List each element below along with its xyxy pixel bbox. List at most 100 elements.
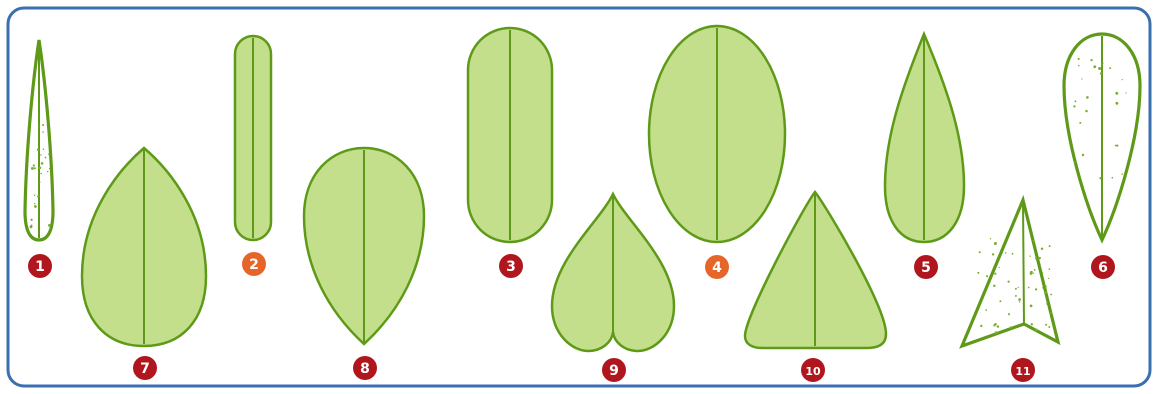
leaf-3 — [468, 28, 552, 242]
speckle-dot — [1073, 161, 1075, 163]
speckle-dot — [45, 157, 47, 159]
speckle-dot — [43, 148, 45, 150]
speckle-dot — [1111, 177, 1113, 179]
speckle-dot — [47, 171, 49, 173]
speckle-dot — [42, 124, 44, 126]
speckle-dot — [1048, 326, 1050, 328]
speckle-dot — [1098, 67, 1101, 70]
speckle-dot — [1019, 301, 1020, 302]
speckle-dot — [1042, 272, 1043, 273]
speckle-dot — [1093, 65, 1096, 68]
speckle-dot — [41, 162, 44, 165]
badge-3-label: 3 — [506, 259, 516, 275]
leaf-shapes-diagram: 1 2 3 4 5 6 7 8 9 10 11 — [6, 6, 1152, 388]
badge-11: 11 — [1011, 358, 1035, 382]
speckle-dot — [1049, 245, 1051, 247]
badge-7-label: 7 — [140, 361, 150, 377]
speckle-dot — [1109, 67, 1111, 69]
speckle-dot — [1046, 303, 1048, 305]
speckle-dot — [1015, 288, 1017, 290]
speckle-dot — [1074, 100, 1076, 102]
speckle-dot — [1034, 269, 1036, 271]
speckle-dot — [994, 242, 997, 245]
speckle-dot — [977, 272, 979, 274]
speckle-dot — [999, 300, 1001, 302]
badge-3: 3 — [499, 254, 523, 278]
speckle-dot — [1018, 298, 1021, 301]
speckle-dot — [1035, 288, 1037, 290]
speckle-dot — [1116, 145, 1118, 147]
speckle-dot — [1048, 268, 1050, 270]
speckle-dot — [1005, 252, 1007, 254]
speckle-dot — [1035, 257, 1038, 260]
badge-5-label: 5 — [921, 260, 931, 276]
speckle-dot — [33, 164, 35, 166]
speckle-dot — [992, 253, 994, 255]
speckle-dot — [1121, 173, 1122, 174]
speckle-dot — [40, 173, 42, 175]
badge-9: 9 — [602, 358, 626, 382]
leaf-shapes-panel: 1 2 3 4 5 6 7 8 9 10 11 — [6, 6, 1152, 388]
speckle-dot — [1082, 154, 1084, 156]
speckle-dot — [48, 224, 51, 227]
speckle-dot — [1008, 281, 1010, 283]
speckle-dot — [1010, 326, 1012, 328]
speckle-dot — [31, 224, 33, 226]
badge-6: 6 — [1091, 255, 1115, 279]
badge-6-label: 6 — [1098, 260, 1108, 276]
badge-10: 10 — [801, 358, 825, 382]
speckle-dot — [1030, 305, 1033, 308]
leaf-11-vein — [1023, 202, 1024, 324]
badge-5: 5 — [914, 255, 938, 279]
speckle-dot — [34, 205, 37, 208]
speckle-dot — [1115, 145, 1117, 147]
speckle-dot — [1029, 255, 1030, 256]
speckle-dot — [30, 219, 32, 221]
speckle-dot — [1033, 240, 1035, 242]
speckle-dot — [1045, 324, 1047, 326]
badge-2-label: 2 — [249, 257, 259, 273]
speckle-dot — [1085, 110, 1087, 112]
speckle-dot — [42, 131, 44, 133]
badge-1: 1 — [28, 254, 52, 278]
badge-8: 8 — [353, 356, 377, 380]
speckle-dot — [979, 251, 981, 253]
speckle-dot — [1115, 92, 1118, 95]
badge-4: 4 — [705, 255, 729, 279]
speckle-dot — [1078, 65, 1080, 67]
badge-2: 2 — [242, 252, 266, 276]
badge-11-label: 11 — [1015, 365, 1030, 378]
badge-7: 7 — [133, 356, 157, 380]
speckle-dot — [985, 309, 987, 311]
speckle-dot — [1100, 72, 1103, 75]
speckle-dot — [1008, 313, 1010, 315]
speckle-dot — [1018, 287, 1019, 288]
speckle-dot — [1039, 257, 1041, 259]
speckle-dot — [1050, 312, 1052, 314]
speckle-dot — [986, 275, 988, 277]
speckle-dot — [1078, 58, 1080, 60]
speckle-dot — [1031, 323, 1033, 325]
speckle-dot — [1079, 122, 1081, 124]
speckle-dot — [1028, 287, 1030, 289]
speckle-dot — [1090, 59, 1092, 61]
speckle-dot — [1048, 278, 1049, 279]
speckle-dot — [49, 168, 51, 170]
speckle-dot — [40, 154, 41, 155]
speckle-dot — [1086, 96, 1089, 99]
speckle-dot — [999, 267, 1000, 268]
speckle-dot — [37, 195, 39, 197]
speckle-dot — [995, 331, 998, 334]
speckle-dot — [1050, 294, 1052, 296]
speckle-dot — [1115, 102, 1118, 105]
speckle-dot — [980, 325, 982, 327]
speckle-dot — [38, 167, 40, 169]
speckle-dot — [1041, 247, 1043, 249]
leaf-4 — [649, 26, 785, 242]
speckle-dot — [1015, 295, 1017, 297]
speckle-dot — [37, 148, 40, 151]
speckle-dot — [48, 153, 50, 155]
speckle-dot — [990, 238, 991, 239]
speckle-dot — [1122, 79, 1123, 80]
speckle-dot — [1044, 291, 1047, 294]
